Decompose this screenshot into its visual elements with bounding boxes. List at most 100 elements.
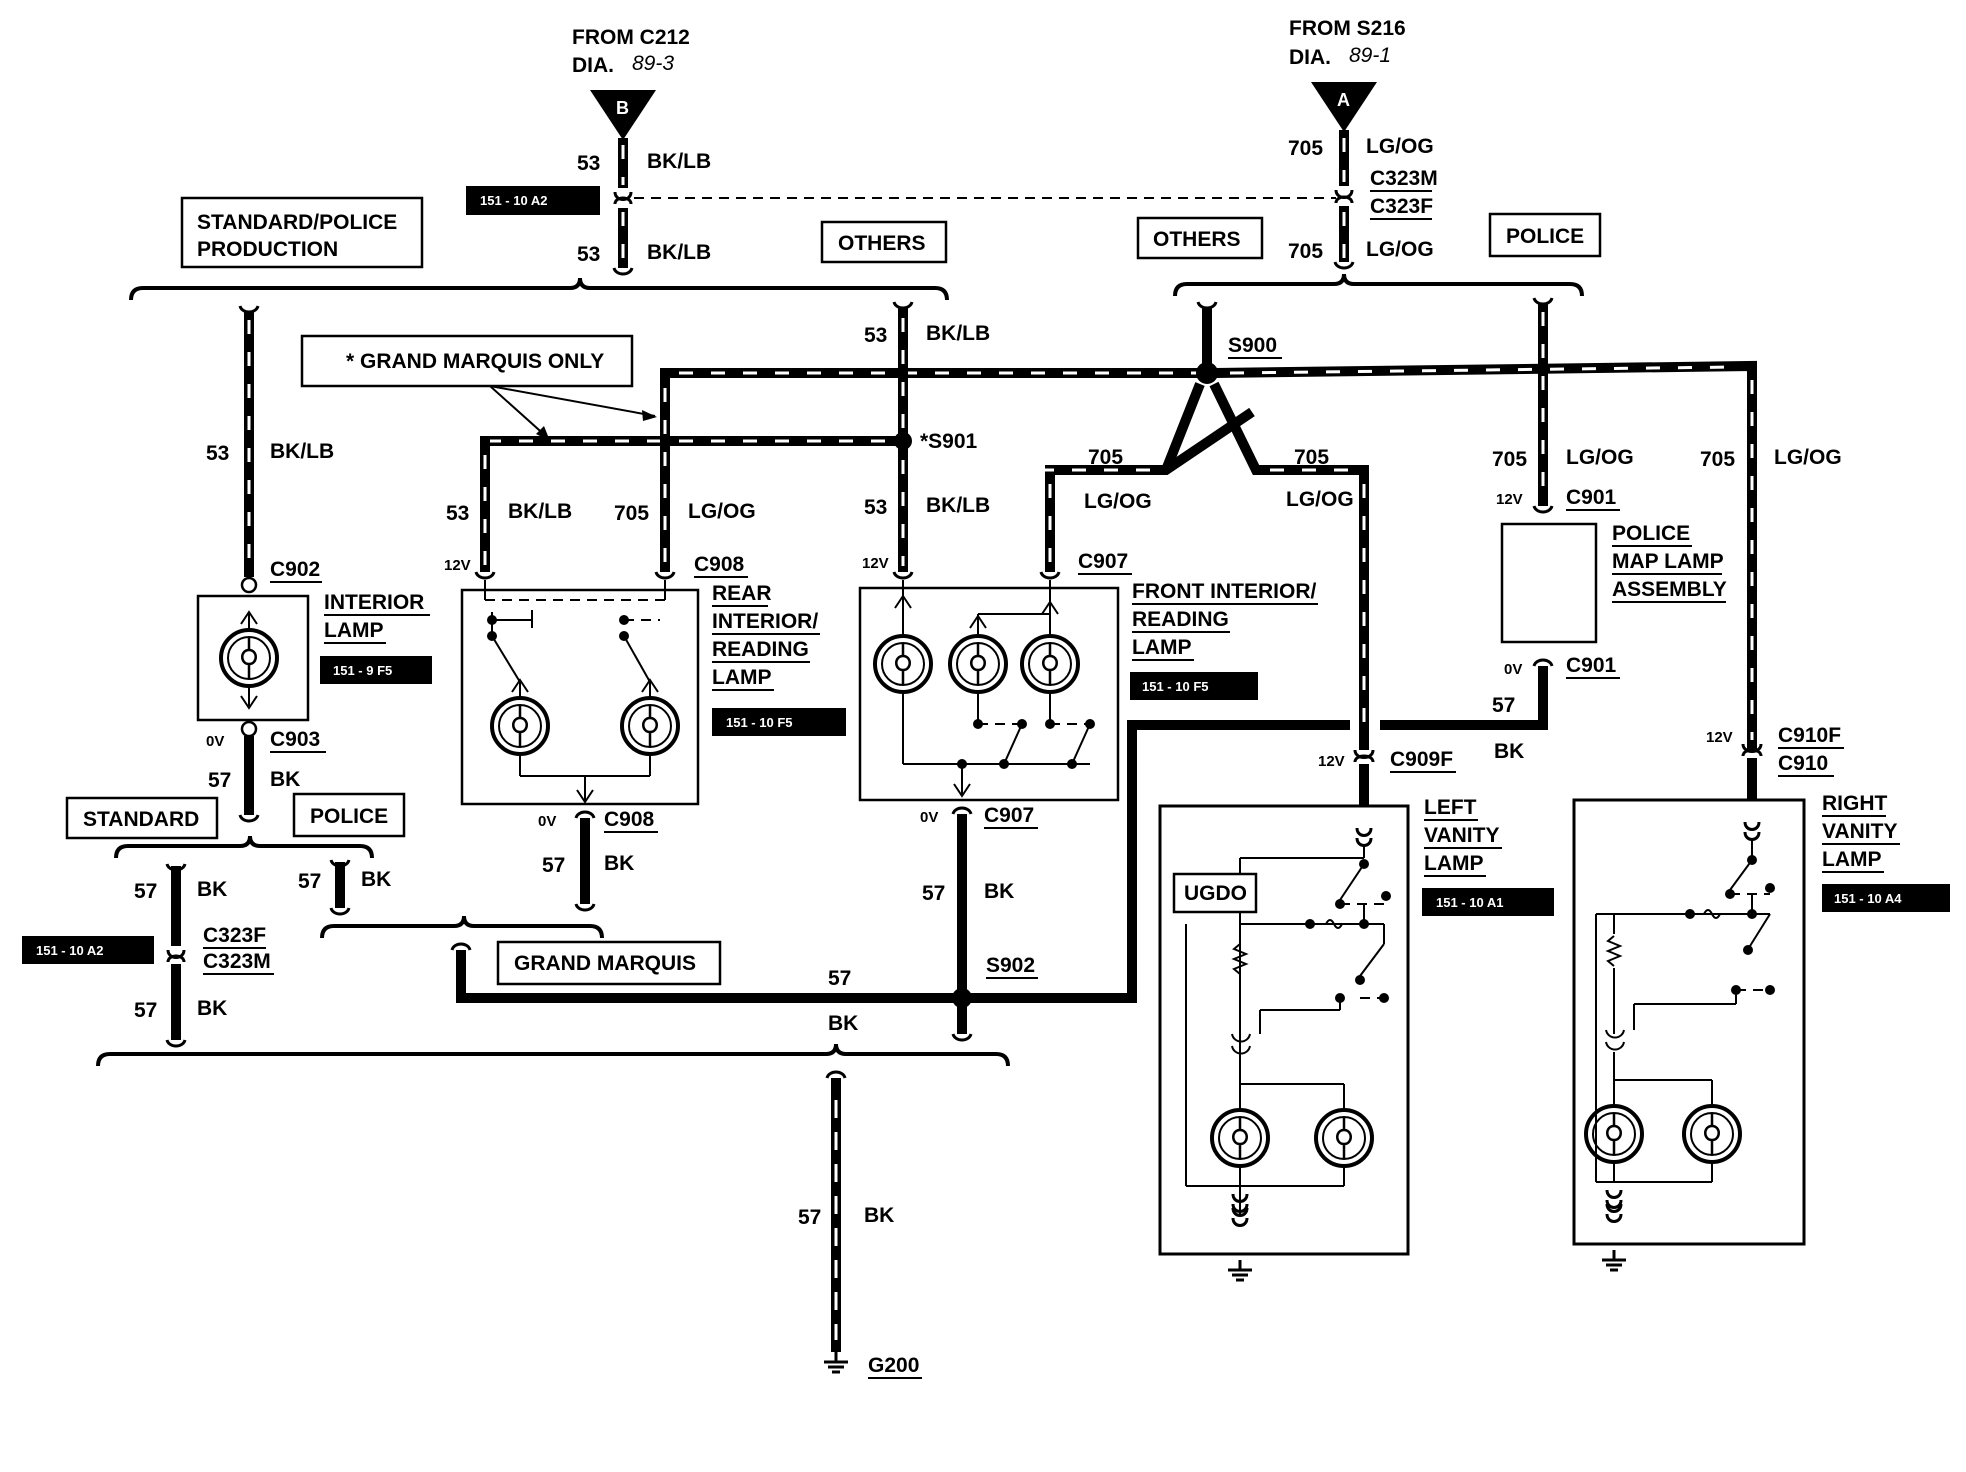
front-lamp-label: FRONT INTERIOR/ — [1132, 580, 1316, 603]
wire-color-lgog: LG/OG — [1366, 238, 1434, 261]
ugdo-box — [1172, 872, 1258, 914]
wire-num-705: 705 — [1088, 446, 1123, 469]
police-map-lamp-label: ASSEMBLY — [1612, 578, 1727, 601]
wire-color-bk: BK — [197, 997, 227, 1020]
brace-standard-police — [114, 835, 374, 859]
wire-color-bklb: BK/LB — [647, 241, 711, 264]
label-police-bottom: POLICE — [310, 805, 388, 828]
wire-num-57: 57 — [828, 967, 851, 990]
wire-color-bk: BK — [1494, 740, 1524, 763]
police-map-lamp-label: POLICE — [1612, 522, 1690, 545]
left-vanity-bulb-1-icon — [1210, 1108, 1270, 1168]
wire-color-bk: BK — [604, 852, 634, 875]
brace-left-options — [129, 277, 949, 301]
interior-lamp-label: LAMP — [324, 619, 384, 642]
wire-color-bklb: BK/LB — [926, 322, 990, 345]
source-c212-page: 89-3 — [632, 52, 674, 75]
right-vanity-label: LAMP — [1822, 848, 1882, 871]
wire-color-bk: BK — [197, 878, 227, 901]
rear-lamp-bulb-left-icon — [490, 696, 550, 756]
callout-arrow — [489, 385, 549, 439]
wire-color-bklb: BK/LB — [647, 150, 711, 173]
source-c212-from: FROM C212 — [572, 26, 690, 49]
ref-box — [712, 708, 846, 736]
wire-num-705: 705 — [1288, 137, 1323, 160]
connector-c323f: C323F — [203, 924, 266, 947]
wire-num-705: 705 — [1700, 448, 1735, 471]
voltage-12v: 12V — [1496, 491, 1523, 508]
wire-color-bk: BK — [270, 768, 300, 791]
voltage-0v: 0V — [920, 809, 938, 826]
left-vanity-bulb-2-icon — [1314, 1108, 1374, 1168]
resistor-icon — [1231, 943, 1249, 975]
wire-color-bk: BK — [828, 1012, 858, 1035]
right-vanity-internals — [1584, 820, 1775, 1223]
ref-151-9-f5: 151 - 9 F5 — [333, 663, 392, 678]
wire-color-lgog: LG/OG — [1084, 490, 1152, 513]
rear-lamp-label: READING — [712, 638, 809, 661]
label-box — [1136, 216, 1264, 260]
label-grand-marquis: GRAND MARQUIS — [514, 952, 696, 975]
voltage-0v: 0V — [1504, 661, 1522, 678]
interior-lamp-label: INTERIOR — [324, 591, 424, 614]
voltage-12v: 12V — [444, 557, 471, 574]
left-vanity-label: VANITY — [1424, 824, 1499, 847]
connector-c901: C901 — [1566, 486, 1617, 509]
wire-color-bklb: BK/LB — [270, 440, 334, 463]
ref-box — [1422, 888, 1554, 916]
wire-num-57: 57 — [798, 1206, 821, 1229]
ref-151-10-a2: 151 - 10 A2 — [36, 943, 103, 958]
wire-color-bk: BK — [361, 868, 391, 891]
connector-c909f: C909F — [1390, 748, 1453, 771]
wire-color-lgog: LG/OG — [1366, 135, 1434, 158]
wire-num-57: 57 — [1492, 694, 1515, 717]
source-c212: FROM C212 DIA. 89-3 B — [572, 26, 690, 140]
ground-bus-57 — [456, 720, 1350, 1003]
label-standard-police: STANDARD/POLICE — [197, 211, 397, 234]
source-s216-from: FROM S216 — [1289, 17, 1406, 40]
ground-g200-icon — [822, 1350, 850, 1374]
left-vanity-internals — [1185, 826, 1391, 1227]
label-box — [820, 220, 948, 264]
splice-s901 — [894, 432, 912, 450]
wire-num-53: 53 — [864, 496, 887, 519]
ref-151-10-a4: 151 - 10 A4 — [1834, 891, 1902, 906]
wire-num-57: 57 — [134, 880, 157, 903]
voltage-12v: 12V — [1706, 729, 1733, 746]
wire-num-57: 57 — [208, 769, 231, 792]
front-lamp-bulb-3-icon — [1020, 634, 1080, 694]
ref-151-10-a1: 151 - 10 A1 — [1436, 895, 1503, 910]
connector-c907: C907 — [1078, 550, 1128, 573]
right-vanity-bulb-2-icon — [1682, 1104, 1742, 1164]
label-box — [65, 796, 219, 840]
source-b-triangle — [590, 90, 656, 140]
ref-151-10-f5: 151 - 10 F5 — [1142, 679, 1209, 694]
splice-s900 — [1196, 362, 1218, 384]
connector-c901: C901 — [1566, 654, 1617, 677]
label-box — [300, 334, 634, 388]
voltage-12v: 12V — [862, 555, 889, 572]
ref-151-10-f5: 151 - 10 F5 — [726, 715, 793, 730]
connector-c910f: C910F — [1778, 724, 1841, 747]
splice-s902 — [952, 988, 972, 1008]
label-grand-marquis-only: * GRAND MARQUIS ONLY — [346, 350, 604, 373]
brace-ground — [96, 1043, 1010, 1067]
wire-color-lgog: LG/OG — [1566, 446, 1634, 469]
wire-color-lgog: LG/OG — [1286, 488, 1354, 511]
label-ugdo: UGDO — [1184, 882, 1247, 905]
connector-c908: C908 — [694, 553, 745, 576]
label-others-right: OTHERS — [1153, 228, 1241, 251]
rear-lamp-label: INTERIOR/ — [712, 610, 818, 633]
rear-lamp-box — [460, 588, 700, 806]
right-vanity-lamp-box — [1572, 798, 1806, 1246]
front-lamp-box — [858, 586, 1120, 802]
wire-num-57: 57 — [922, 882, 945, 905]
ground-g200-label: G200 — [868, 1354, 919, 1377]
wire-num-53: 53 — [577, 152, 600, 175]
right-vanity-label: VANITY — [1822, 820, 1897, 843]
ref-box — [22, 936, 154, 964]
connector-c323f: C323F — [1370, 195, 1433, 218]
source-c212-dia: DIA. — [572, 54, 614, 77]
source-s216-dia: DIA. — [1289, 46, 1331, 69]
source-a-letter: A — [1337, 90, 1350, 110]
